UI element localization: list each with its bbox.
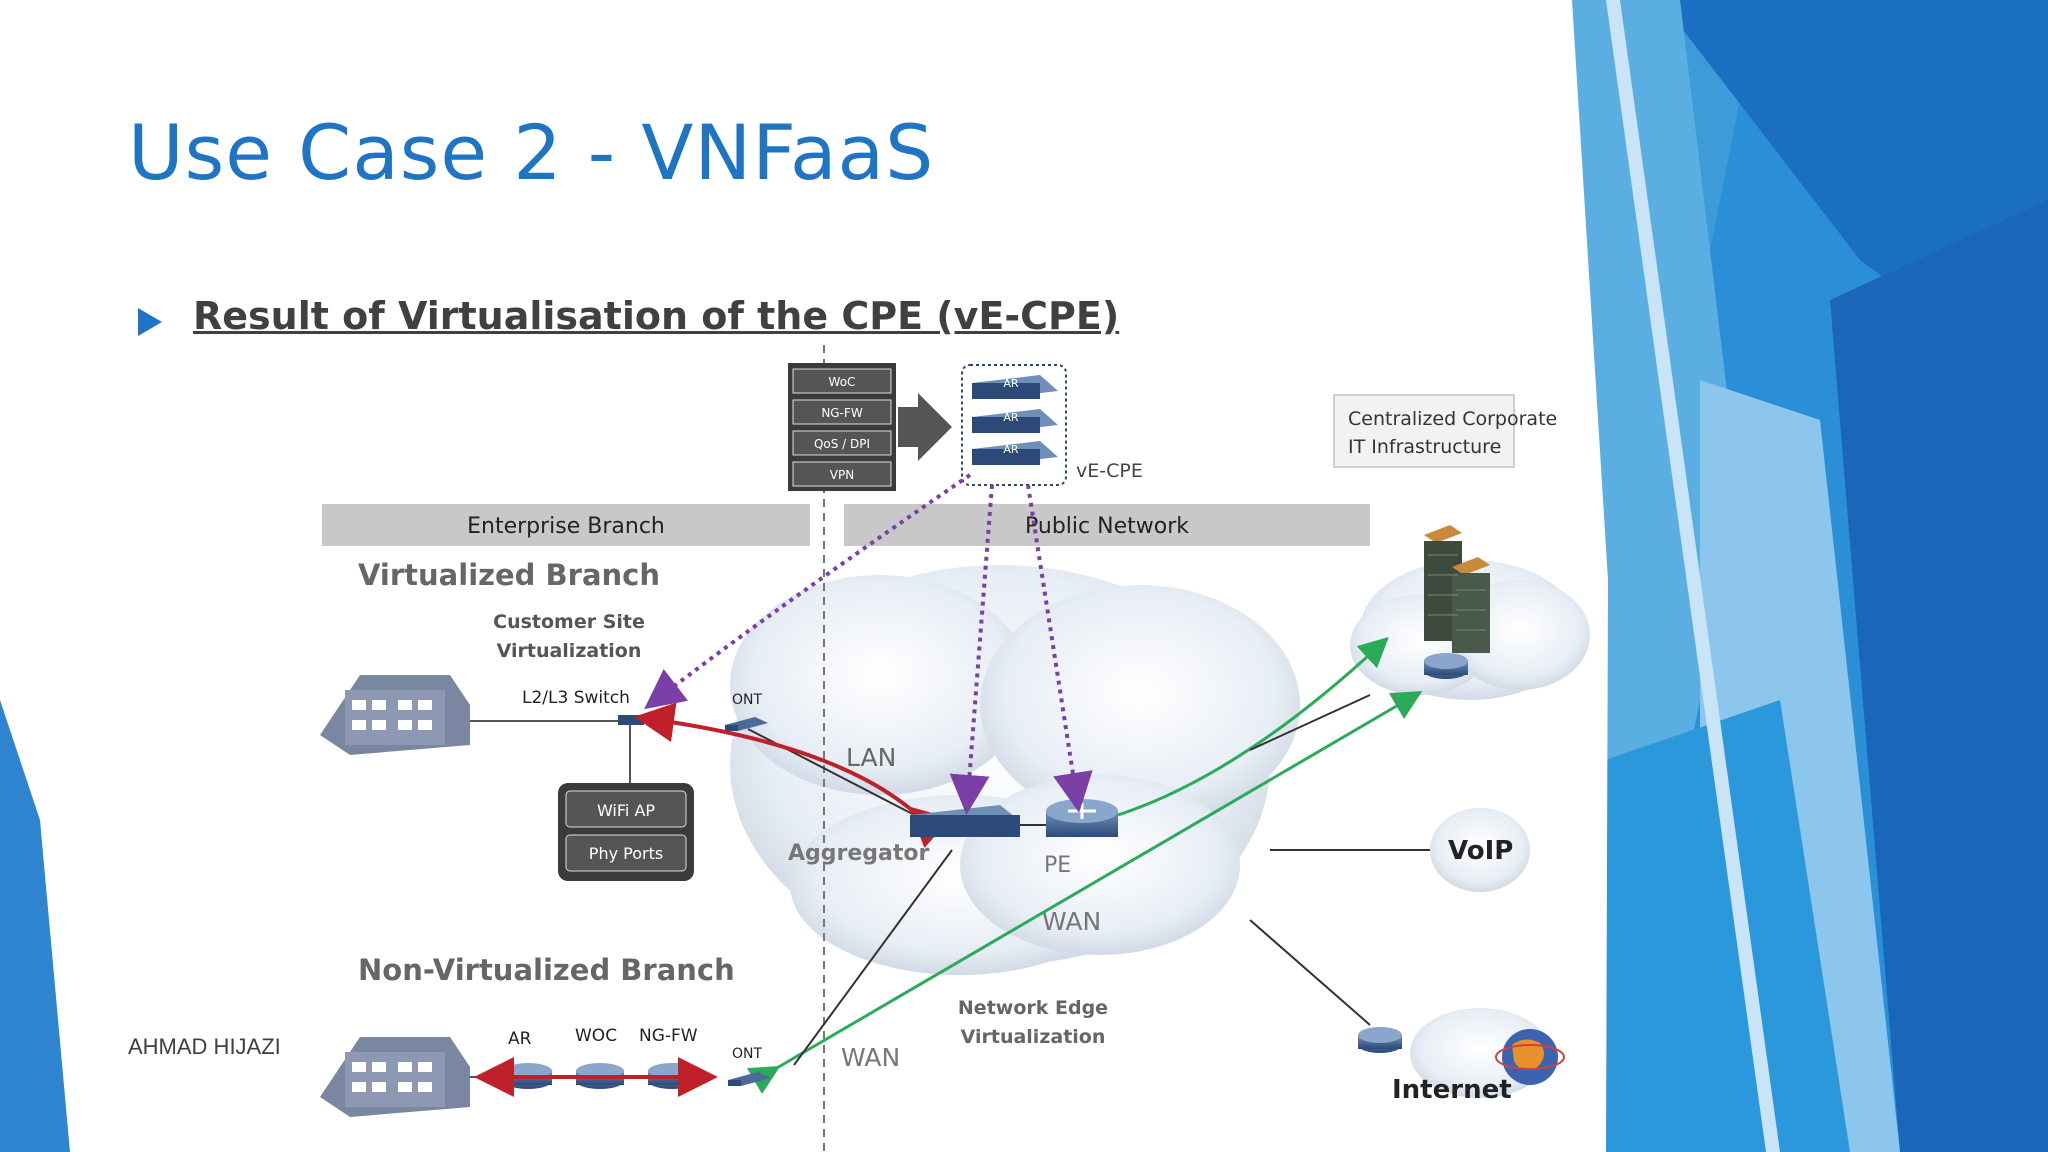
bullet-arrow-icon — [138, 308, 162, 336]
aggregator-label: Aggregator — [788, 841, 930, 866]
footer-author: AHMAD HIJAZI — [128, 1034, 281, 1059]
slide-title: Use Case 2 - VNFaaS — [128, 108, 935, 197]
ar-stack: AR AR AR — [961, 364, 1067, 486]
pe-router-icon — [1046, 799, 1118, 837]
corp-buildings-icon — [1424, 525, 1490, 653]
purple-arrow-to-aggregator — [949, 484, 994, 815]
corp-infra-line1: Centralized Corporate — [1348, 408, 1557, 430]
nv-woc-label: WOC — [575, 1026, 617, 1046]
purple-arrow-to-pe — [1026, 484, 1093, 813]
corp-router-icon — [1424, 653, 1468, 679]
customer-site-line2: Virtualization — [497, 640, 642, 662]
wan-cloud-label: WAN — [1042, 907, 1101, 936]
vnf-woc-label: WoC — [829, 375, 856, 389]
corp-infra-box — [1333, 394, 1515, 468]
non-virt-building-icon — [320, 1037, 470, 1117]
enterprise-branch-label: Enterprise Branch — [467, 514, 665, 539]
ar-label-3: AR — [1003, 443, 1019, 456]
green-arrow-ont-to-corp — [746, 690, 1423, 1095]
vnf-ngfw-label: NG-FW — [821, 406, 863, 420]
wifi-ap-label: WiFi AP — [597, 801, 655, 820]
virtualized-branch-label: Virtualized Branch — [358, 558, 660, 592]
vnf-stack: WoC NG-FW QoS / DPI VPN — [788, 363, 896, 491]
voip-label: VoIP — [1448, 836, 1513, 866]
nv-ngfw-label: NG-FW — [639, 1026, 698, 1046]
nv-ar-label: AR — [508, 1029, 532, 1049]
customer-site-line1: Customer Site — [493, 611, 645, 633]
ont-top-label: ONT — [732, 692, 762, 708]
lan-label: LAN — [846, 743, 896, 772]
enterprise-branch-bar — [322, 504, 810, 546]
ve-cpe-label: vE-CPE — [1076, 460, 1143, 482]
wifi-ap-box: WiFi AP Phy Ports — [558, 783, 694, 881]
branch-building-icon — [320, 675, 470, 755]
internet-label: Internet — [1392, 1075, 1512, 1105]
voip-cloud — [1430, 808, 1530, 892]
ar-label-2: AR — [1003, 411, 1019, 424]
bullet-text: Result of Virtualisation of the CPE (vE-… — [193, 294, 1120, 338]
vnf-qos-label: QoS / DPI — [814, 437, 870, 451]
network-edge-line2: Virtualization — [961, 1026, 1106, 1048]
vnf-vpn-label: VPN — [830, 468, 854, 482]
ar-label-1: AR — [1003, 377, 1019, 390]
l2l3-switch-icon — [618, 715, 644, 725]
network-edge-line1: Network Edge — [958, 997, 1108, 1019]
corp-infra-line2: IT Infrastructure — [1348, 436, 1501, 458]
public-network-label: Public Network — [1025, 514, 1189, 539]
internet-router-icon — [1358, 1027, 1402, 1053]
pe-label: PE — [1044, 853, 1071, 878]
globe-icon — [1495, 1029, 1565, 1085]
purple-arrow-to-switch — [644, 473, 972, 710]
phy-ports-label: Phy Ports — [589, 844, 663, 863]
wan-bottom-label: WAN — [841, 1043, 900, 1072]
ont-bottom-label: ONT — [732, 1046, 762, 1062]
l2l3-switch-label: L2/L3 Switch — [522, 688, 630, 708]
vnfaas-diagram: WoC NG-FW QoS / DPI VPN AR AR AR vE-CPE … — [320, 345, 1590, 1152]
virtualize-arrow-icon — [898, 393, 952, 461]
non-virtualized-branch-label: Non-Virtualized Branch — [358, 953, 735, 987]
public-network-bar — [844, 504, 1370, 546]
